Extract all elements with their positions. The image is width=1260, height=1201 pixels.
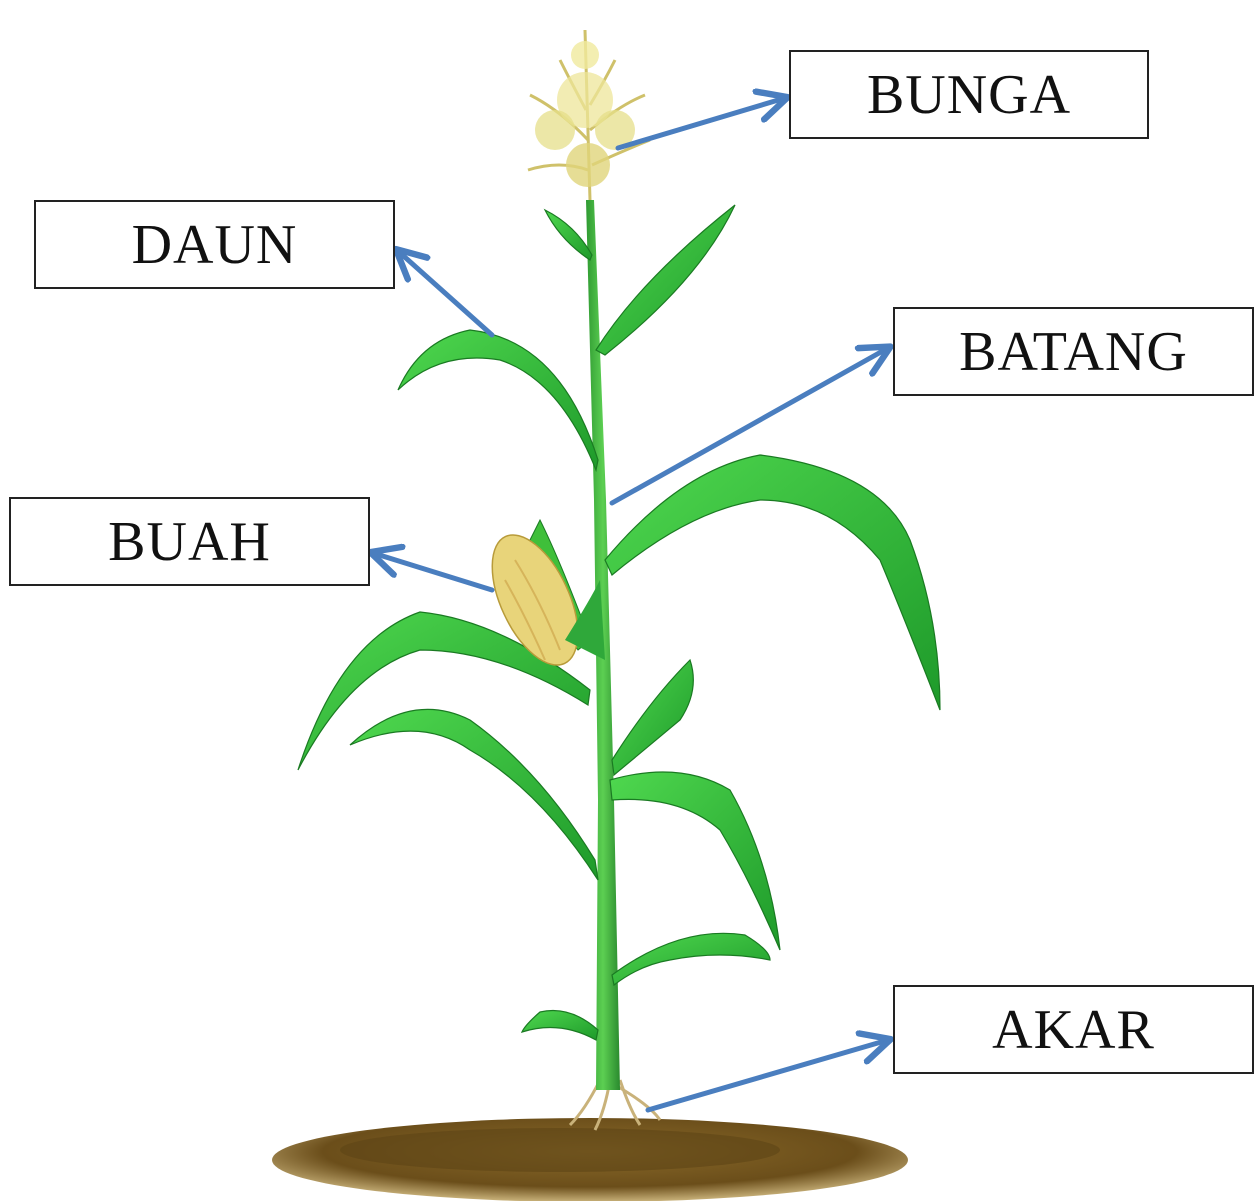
label-akar: AKAR [893,985,1254,1074]
pointer-arrows [373,98,888,1110]
arrow-to-akar [648,1040,888,1110]
arrow-to-bunga [618,98,785,148]
tassel [528,30,650,200]
label-bunga: BUNGA [789,50,1149,139]
label-daun: DAUN [34,200,395,289]
leaves [298,205,940,1040]
arrow-to-daun [398,251,492,335]
label-batang: BATANG [893,307,1254,396]
arrow-to-buah [373,553,492,590]
soil-mound [272,1118,908,1201]
label-buah: BUAH [9,497,370,586]
